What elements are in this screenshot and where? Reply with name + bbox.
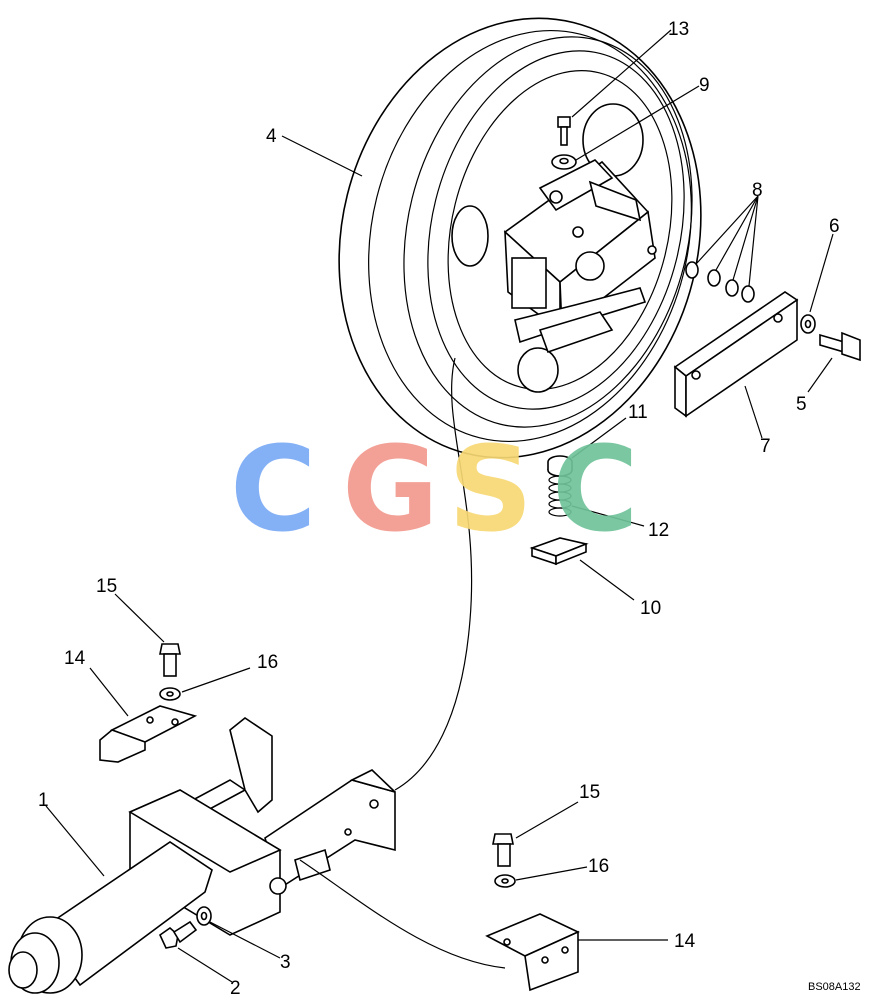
callout-15-right: 15	[579, 782, 600, 803]
shims-8	[685, 261, 755, 303]
grease-line	[299, 357, 506, 969]
cap-11	[547, 455, 573, 477]
cylinder-1	[8, 789, 287, 994]
watermark-letter-3: S	[448, 420, 533, 558]
washer-6	[800, 314, 816, 334]
plate-7	[673, 291, 799, 418]
bolt-15-right	[492, 833, 514, 867]
washer-16-right	[494, 874, 516, 888]
watermark-letter-4: C	[552, 420, 639, 558]
callout-1: 1	[38, 790, 49, 811]
callout-14-left: 14	[64, 648, 86, 669]
callout-2: 2	[230, 978, 241, 999]
idler-wheel	[338, 17, 702, 459]
bolt-5	[819, 331, 861, 362]
callout-14-right: 14	[674, 931, 696, 952]
spring-12	[548, 475, 572, 517]
callout-4: 4	[266, 126, 277, 147]
callout-7: 7	[760, 436, 771, 457]
callout-11: 11	[628, 402, 648, 423]
bolt-15-left	[159, 643, 181, 677]
watermark-logo: C G S C	[230, 420, 639, 558]
bracket-14-left	[99, 705, 198, 763]
washer-16-left	[159, 687, 181, 701]
bolt-13	[557, 116, 571, 146]
callout-16-right: 16	[588, 856, 609, 877]
drawing-code: BS08A132	[808, 981, 861, 993]
bracket-14-right	[485, 913, 580, 992]
washer-9	[551, 154, 577, 170]
callout-9: 9	[699, 75, 710, 96]
washer-3	[196, 906, 212, 926]
callout-15-left: 15	[96, 576, 117, 597]
pad-10	[529, 537, 589, 566]
callout-labels: 1 2 3 4 5 6 7 8 9 10 11 12 13 14 15 16 1…	[38, 19, 840, 999]
callout-13: 13	[668, 19, 689, 40]
watermark-letter-1: C	[230, 420, 317, 558]
bolt-2	[158, 920, 198, 949]
callout-16-left: 16	[257, 652, 278, 673]
watermark-letter-2: G	[342, 420, 439, 558]
leader-lines	[45, 29, 834, 983]
callout-5: 5	[796, 394, 807, 415]
callout-3: 3	[280, 952, 291, 973]
callout-6: 6	[829, 216, 840, 237]
callout-12: 12	[648, 520, 669, 541]
callout-10: 10	[640, 598, 661, 619]
callout-8: 8	[752, 180, 763, 201]
